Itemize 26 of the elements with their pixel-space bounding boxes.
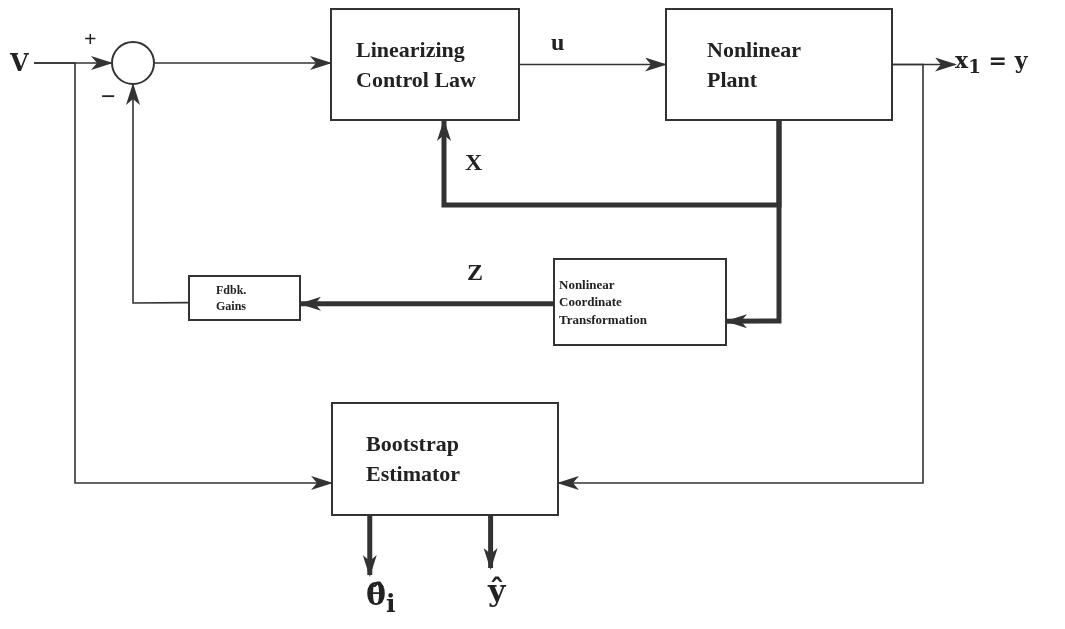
process-box — [331, 402, 559, 516]
signal-label: V — [10, 46, 29, 79]
arrow — [299, 296, 553, 311]
block-label: Nonlinear Plant — [707, 35, 802, 94]
arrow — [483, 516, 498, 570]
arrow — [519, 57, 667, 72]
signal-label: x$_{1}$ = y — [955, 45, 1028, 80]
block-label: Fdbk. Gains — [216, 281, 248, 315]
arrow — [557, 63, 924, 490]
process-box — [188, 275, 301, 321]
signal-label: ŷ — [488, 571, 506, 610]
block-label: Linearizing Control Law — [356, 35, 477, 94]
process-box — [665, 8, 893, 121]
arrow — [154, 56, 332, 70]
block-label: Nonlinear Coordinate Transformation — [559, 275, 648, 329]
process-box — [330, 8, 520, 121]
arrow — [725, 121, 782, 329]
arrow — [126, 83, 189, 304]
arrow — [362, 516, 377, 577]
sign-label: + — [84, 28, 97, 50]
signal-label: θ̂$_{i}$ — [366, 576, 396, 621]
block-label: Bootstrap Estimator — [366, 430, 462, 488]
arrow — [33, 62, 333, 490]
summing-junction-circle — [111, 41, 155, 85]
sign-label: − — [101, 84, 116, 110]
process-box — [553, 258, 727, 346]
